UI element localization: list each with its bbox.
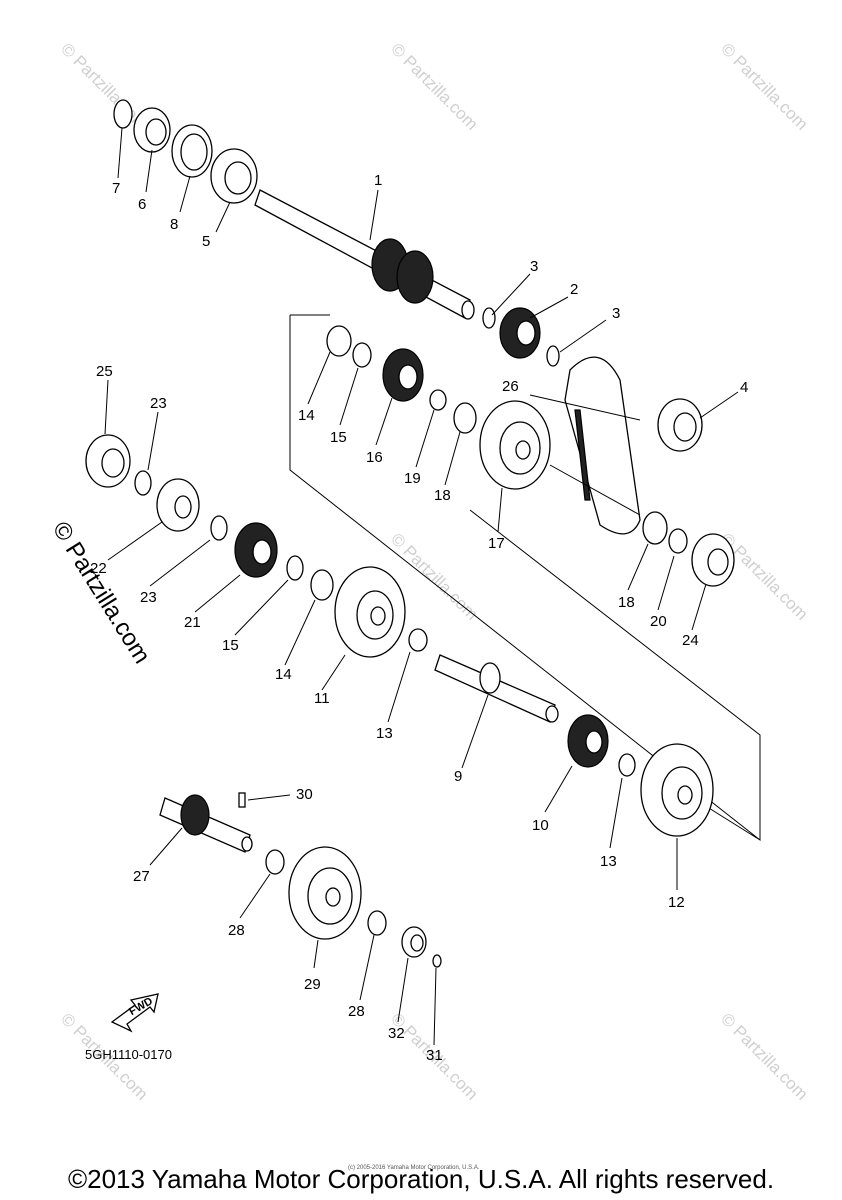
fwd-arrow-icon: [110, 993, 159, 1033]
label-part-19: 19: [404, 470, 421, 487]
label-part-28b: 28: [348, 1003, 365, 1020]
label-part-17: 17: [488, 535, 505, 552]
label-part-27: 27: [133, 868, 150, 885]
part-28-circlip-b: [367, 910, 387, 936]
part-26-chain: [564, 356, 641, 535]
label-part-5: 5: [202, 233, 210, 250]
label-part-3a: 3: [530, 258, 538, 275]
label-part-26: 26: [502, 378, 519, 395]
label-part-7: 7: [112, 180, 120, 197]
label-part-28a: 28: [228, 922, 245, 939]
label-part-15a: 15: [330, 429, 347, 446]
part-13-bushing-a: [408, 628, 428, 652]
label-part-12: 12: [668, 894, 685, 911]
label-part-10: 10: [532, 817, 549, 834]
part-27-shaft: [159, 794, 253, 853]
part-23-circlip-b: [210, 515, 228, 541]
part-15-circlip-a: [352, 342, 372, 368]
watermark-top-right: © Partzilla.com: [717, 39, 811, 133]
part-13-bushing-b: [618, 753, 636, 777]
label-part-2: 2: [570, 281, 578, 298]
part-19-bushing: [429, 389, 447, 411]
label-part-25: 25: [96, 363, 113, 380]
label-part-29: 29: [304, 976, 321, 993]
label-part-16: 16: [366, 449, 383, 466]
fwd-arrow: FWD: [110, 993, 159, 1033]
label-part-6: 6: [138, 196, 146, 213]
label-part-8: 8: [170, 216, 178, 233]
label-part-11: 11: [314, 690, 330, 707]
part-28-circlip-a: [265, 849, 285, 875]
label-part-18a: 18: [434, 487, 451, 504]
part-14-washer-b: [310, 569, 334, 601]
label-part-14a: 14: [298, 407, 315, 424]
label-part-18b: 18: [618, 594, 635, 611]
part-30-pin: [238, 792, 246, 808]
part-3-circlip-b: [546, 345, 560, 367]
watermark-top-center: © Partzilla.com: [387, 39, 481, 133]
diagram-code: 5GH1110-0170: [85, 1047, 172, 1062]
label-part-22: 22: [90, 560, 107, 577]
label-part-1: 1: [374, 172, 382, 189]
label-part-21: 21: [184, 614, 201, 631]
part-3-circlip-a: [482, 307, 496, 329]
part-number-labels: 1 2 3 3 4 5 6 7 8 9 10 11 12 13 13 14 14…: [90, 172, 748, 1064]
label-part-23a: 23: [150, 395, 167, 412]
label-part-32: 32: [388, 1025, 405, 1042]
label-part-4: 4: [740, 379, 748, 396]
label-part-13b: 13: [600, 853, 617, 870]
part-1-main-shaft: [254, 189, 475, 320]
fwd-label: FWD: [127, 995, 155, 1018]
label-part-20: 20: [650, 613, 667, 630]
label-part-24: 24: [682, 632, 699, 649]
label-part-23b: 23: [140, 589, 157, 606]
part-23-circlip-a: [134, 470, 152, 496]
parts-artwork: [85, 99, 735, 968]
label-part-30: 30: [296, 786, 313, 803]
label-part-15b: 15: [222, 637, 239, 654]
label-part-3b: 3: [612, 305, 620, 322]
part-14-washer-a: [326, 325, 352, 357]
part-15-circlip-b: [286, 555, 304, 581]
label-part-9: 9: [454, 768, 462, 785]
leader-lines: [104, 127, 739, 1046]
label-part-14b: 14: [275, 666, 292, 683]
part-31-clip: [432, 954, 442, 968]
part-7-o-ring: [113, 99, 133, 129]
small-copyright: (c) 2005-2016 Yamaha Motor Corporation, …: [348, 1165, 480, 1171]
copyright-notice: ©2013 Yamaha Motor Corporation, U.S.A. A…: [68, 1164, 774, 1194]
part-18-washer-b: [642, 511, 668, 545]
part-20-circlip: [668, 528, 688, 554]
part-9-drive-shaft: [434, 654, 559, 723]
label-part-13a: 13: [376, 725, 393, 742]
watermark-mid-right: © Partzilla.com: [717, 529, 811, 623]
part-18-washer-a: [453, 402, 477, 434]
watermark-bottom-right: © Partzilla.com: [717, 1009, 811, 1103]
label-part-31: 31: [426, 1047, 443, 1064]
